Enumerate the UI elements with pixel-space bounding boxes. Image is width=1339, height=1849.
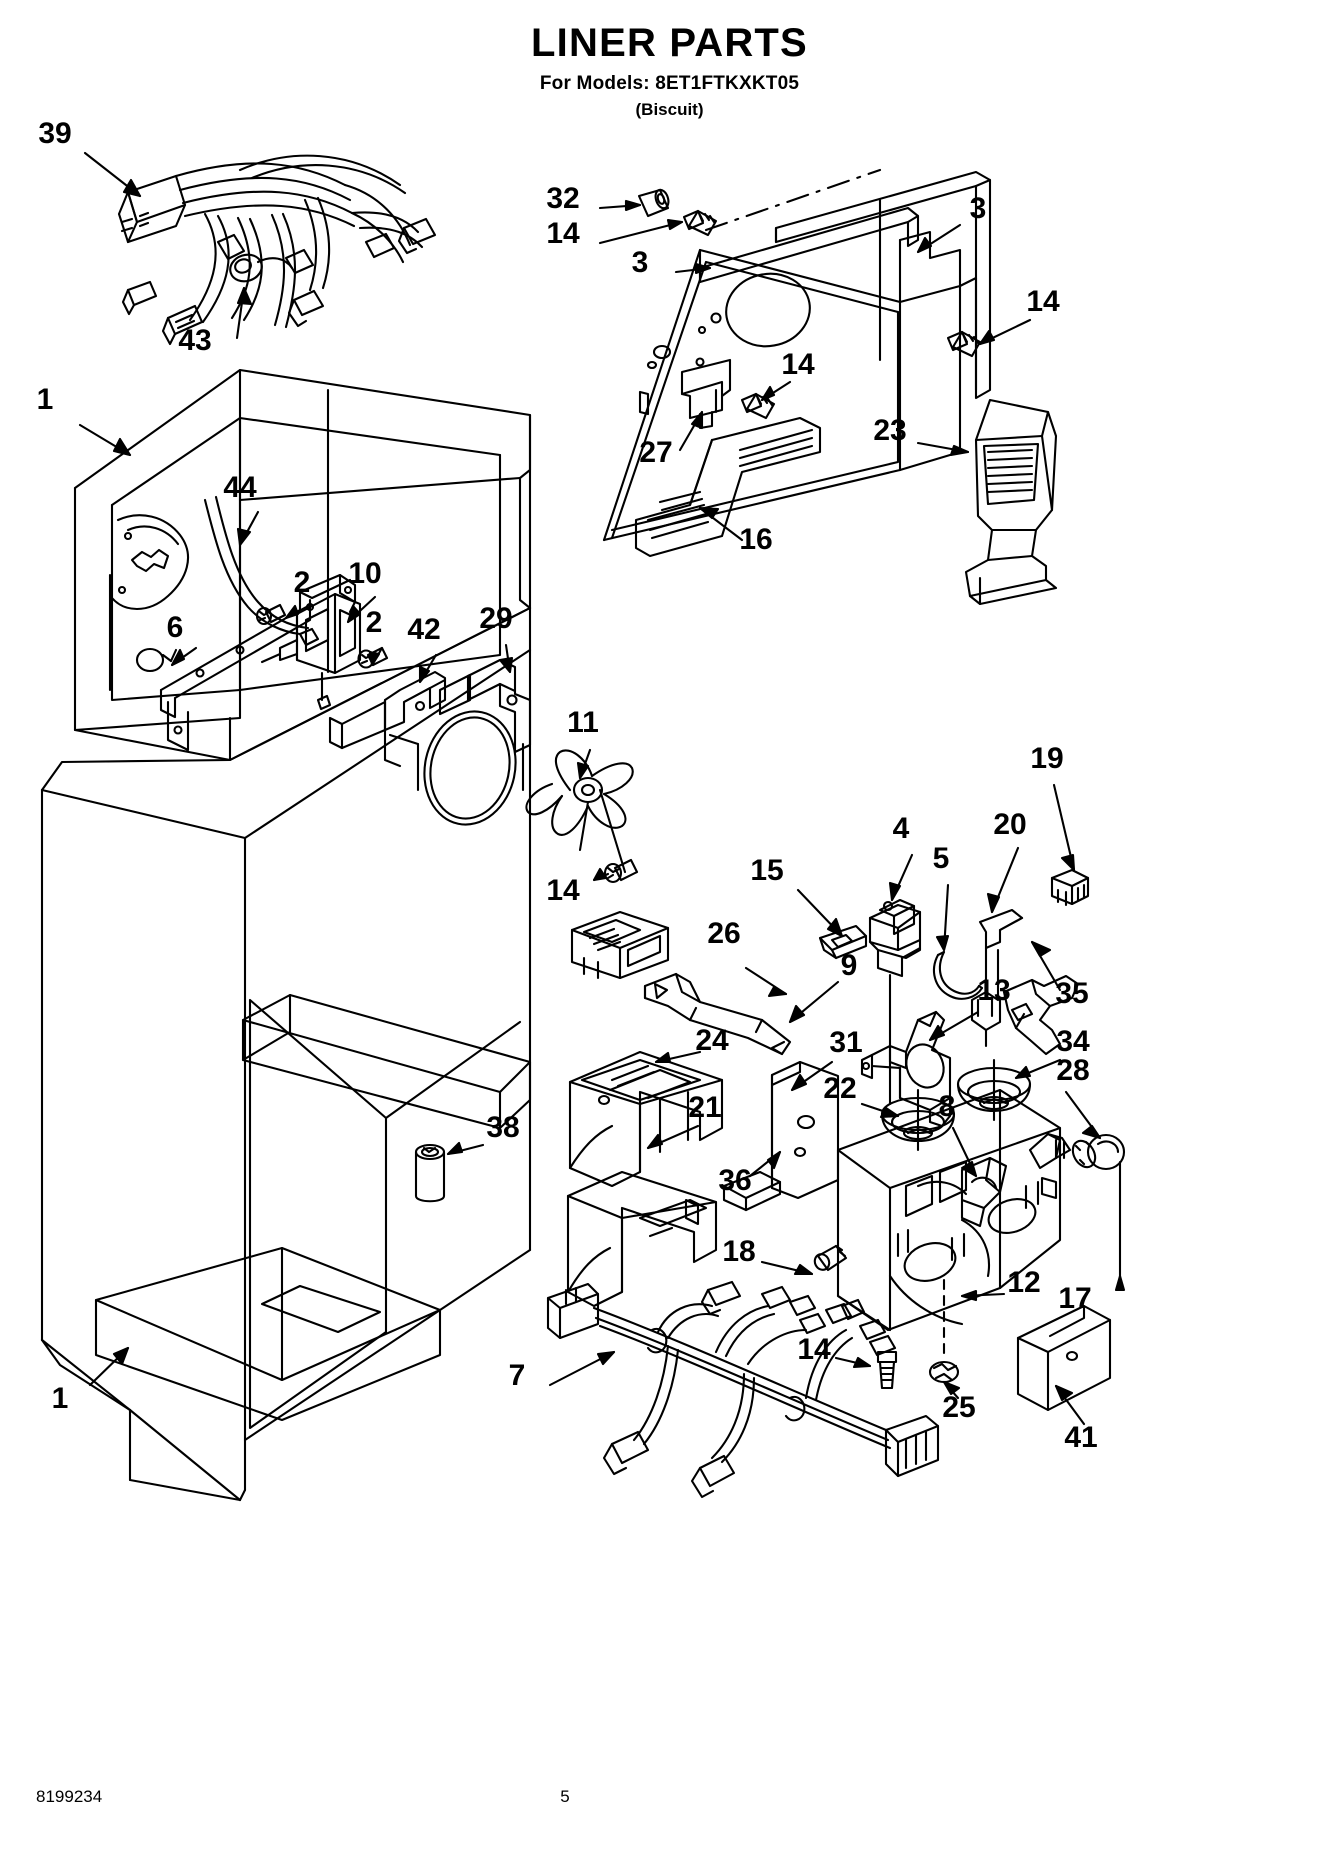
part-clip-bracket [818, 924, 868, 960]
callout-number-light-bulb: 18 [722, 1235, 755, 1268]
callout-number-liner-cabinet-lower: 1 [52, 1382, 69, 1415]
page-title: LINER PARTS [531, 21, 808, 65]
callout-number-insulation-pad: 36 [718, 1164, 751, 1197]
part-terminal-block [570, 910, 670, 980]
callout-number-plug-button: 6 [167, 611, 184, 644]
part-fan-bracket-right [438, 658, 532, 754]
callout-number-light-shield: 27 [639, 436, 672, 469]
part-control-box [964, 398, 1058, 606]
model-number: 8ET1FTKXKT05 [655, 73, 800, 94]
callout-number-damper-control: 10 [348, 557, 381, 590]
part-light-socket [1028, 1132, 1126, 1171]
callout-number-air-duct-upper: 24 [695, 1024, 729, 1057]
callout-number-liner-cabinet-upper: 1 [37, 383, 54, 416]
part-mounting-plate [1016, 1304, 1112, 1412]
callout-number-screw-panel-right: 14 [1026, 285, 1060, 318]
callout-number-socket-cup-lower: 22 [823, 1072, 856, 1105]
callout-number-wire-harness-upper: 39 [38, 117, 71, 150]
callout-number-wiring-strip: 9 [841, 949, 858, 982]
part-insulation-pad [722, 1170, 782, 1212]
part-small-components [566, 783, 1126, 1426]
callout-number-screw-b: 2 [366, 606, 383, 639]
part-fan-bracket-left [328, 670, 447, 750]
part-drain-tube [414, 1143, 446, 1203]
callout-number-harness-lead: 35 [1055, 977, 1088, 1010]
callout-number-screw-a: 2 [294, 566, 311, 599]
part-lamp-holder [960, 1156, 1008, 1228]
part-wire-harness-lower [546, 1280, 940, 1499]
callout-number-wire-connector: 19 [1030, 742, 1063, 775]
part-wire-connector [1050, 868, 1090, 907]
part-push-nut [928, 1360, 960, 1384]
part-air-duct-lower [566, 1170, 718, 1308]
part-harness-grommet [229, 253, 294, 283]
part-wire-harness-upper [83, 151, 437, 346]
callout-number-relay: 4 [893, 812, 910, 845]
part-harness-lead [1002, 974, 1080, 1056]
part-screw-panel-right [946, 330, 982, 358]
part-socket-cup-upper [956, 1058, 1032, 1122]
callout-number-harness-grommet: 43 [178, 324, 211, 357]
part-screw-base [876, 1350, 898, 1390]
callout-number-control-box: 23 [873, 414, 906, 447]
callout-number-air-duct-lower: 21 [688, 1091, 721, 1124]
callout-number-fan-bracket-left: 42 [407, 613, 440, 646]
model-line: For Models: 8ET1FTKXKT05 [0, 73, 1339, 95]
part-plug-button [203, 495, 320, 647]
callout-number-thermostat-bracket: 20 [993, 808, 1026, 841]
part-light-shield [680, 358, 732, 430]
part-trim-strip-rear [774, 170, 992, 400]
callout-number-retaining-clip: 5 [933, 842, 950, 875]
part-damper-control [260, 592, 362, 711]
callout-number-trim-strip-front: 3 [632, 246, 649, 279]
color-variant: (Biscuit) [635, 100, 704, 119]
part-liner-cabinet-upper [73, 368, 639, 884]
part-rear-panel-group [598, 168, 1058, 606]
footer-part-number: 8199234 [36, 1787, 103, 1806]
part-relay [868, 898, 922, 1106]
callout-number-screw-fan: 14 [546, 874, 580, 907]
part-screw-fan [603, 858, 639, 884]
part-base-pan [836, 1088, 1062, 1332]
part-thermostat-bracket [970, 908, 1024, 1048]
callout-number-screw-spacer: 14 [546, 217, 580, 250]
models-label: For Models: [539, 73, 650, 94]
callout-number-auger-motor-bracket: 13 [977, 974, 1010, 1007]
part-screw-panel-center [740, 392, 776, 420]
part-spacer-bushing [637, 188, 670, 218]
part-liner-cabinet-lower [40, 606, 532, 1502]
part-screw-spacer [682, 209, 718, 237]
callout-number-fan-bracket-right: 29 [479, 602, 512, 635]
callout-number-drain-tube: 38 [486, 1111, 519, 1144]
part-auger-motor-bracket [860, 1010, 952, 1128]
callout-number-spacer-bushing: 32 [546, 182, 579, 215]
part-wiring-strip [643, 972, 792, 1056]
part-screw-a [255, 603, 287, 626]
part-air-duct-upper [568, 1050, 724, 1188]
part-air-grille [634, 416, 822, 558]
callout-number-clip-bracket: 15 [750, 854, 783, 887]
callout-number-push-nut: 25 [942, 1391, 975, 1424]
page-header: LINER PARTS For Models: 8ET1FTKXKT05 (Bi… [0, 22, 1339, 120]
callout-number-trim-strip-rear: 3 [970, 192, 987, 225]
callout-number-evaporator-fan-blade: 11 [567, 706, 599, 739]
part-retaining-clip [933, 950, 984, 1000]
callout-number-lamp-holder: 8 [939, 1090, 956, 1123]
callout-number-screw-panel-center: 14 [781, 348, 815, 381]
callout-number-wire-harness-lower: 7 [509, 1359, 526, 1392]
callout-number-base-pan: 12 [1007, 1266, 1040, 1299]
callout-number-mounting-plate: 41 [1064, 1421, 1097, 1454]
footer-page-number: 5 [560, 1787, 570, 1806]
callout-number-light-socket: 28 [1056, 1054, 1089, 1087]
callout-number-socket-cup-upper: 34 [1056, 1025, 1090, 1058]
part-evaporator-fan-blade [525, 749, 634, 874]
part-light-bulb [813, 1244, 848, 1272]
callout-number-terminal-block: 26 [707, 917, 740, 950]
callout-number-mounting-bracket: 44 [223, 471, 257, 504]
callout-number-air-grille: 16 [739, 523, 772, 556]
callout-number-cover-plate: 31 [829, 1026, 862, 1059]
callout-number-wheel-roller: 17 [1058, 1282, 1091, 1315]
callout-number-screw-base: 14 [797, 1333, 831, 1366]
